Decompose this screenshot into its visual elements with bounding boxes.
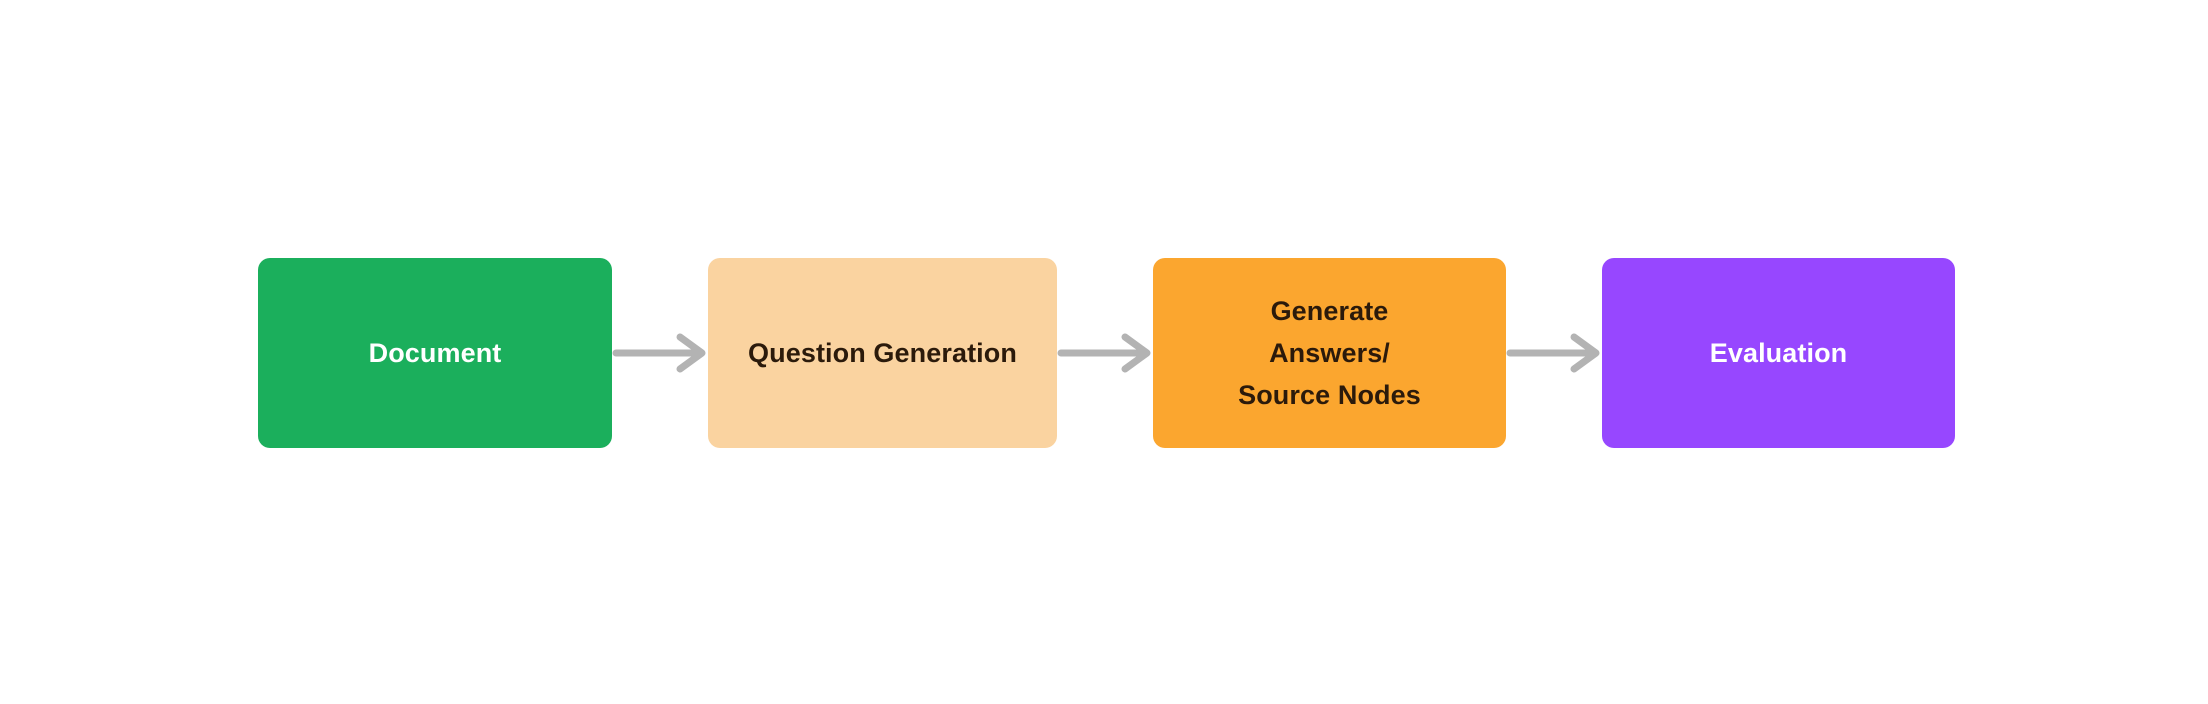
arrow-head bbox=[1574, 337, 1596, 369]
flow-connector-3 bbox=[1506, 258, 1602, 448]
flow-node-document[interactable]: Document bbox=[258, 258, 612, 448]
flow-connector-2 bbox=[1057, 258, 1153, 448]
pipeline-flow: Document Question Generation Generate An… bbox=[258, 258, 1955, 448]
flow-node-question-generation-label: Question Generation bbox=[748, 338, 1017, 368]
flow-node-document-label: Document bbox=[368, 338, 502, 368]
arrow-head bbox=[1125, 337, 1147, 369]
flow-node-question-generation[interactable]: Question Generation bbox=[708, 258, 1057, 448]
arrow-right-icon bbox=[1057, 333, 1153, 373]
arrow-right-icon bbox=[1506, 333, 1602, 373]
flow-node-evaluation[interactable]: Evaluation bbox=[1602, 258, 1955, 448]
flow-node-generate-answers-source-nodes-label: Generate Answers/ Source Nodes bbox=[1238, 296, 1421, 410]
flow-node-evaluation-label: Evaluation bbox=[1709, 338, 1848, 368]
arrow-right-icon bbox=[612, 333, 708, 373]
flow-node-generate-answers-source-nodes[interactable]: Generate Answers/ Source Nodes bbox=[1153, 258, 1506, 448]
arrow-head bbox=[680, 337, 702, 369]
flow-connector-1 bbox=[612, 258, 708, 448]
